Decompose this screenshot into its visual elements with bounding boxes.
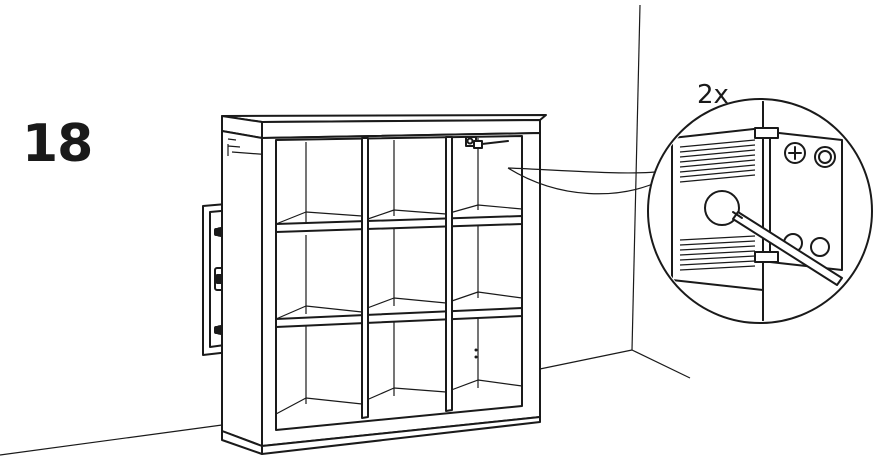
shelf-unit-icon <box>221 114 547 455</box>
room-wall-corner <box>0 4 691 456</box>
step-number: 18 <box>22 114 93 174</box>
quantity-label: 2x <box>697 80 729 110</box>
callout-leader <box>507 167 663 195</box>
magnified-detail-icon <box>647 98 873 324</box>
